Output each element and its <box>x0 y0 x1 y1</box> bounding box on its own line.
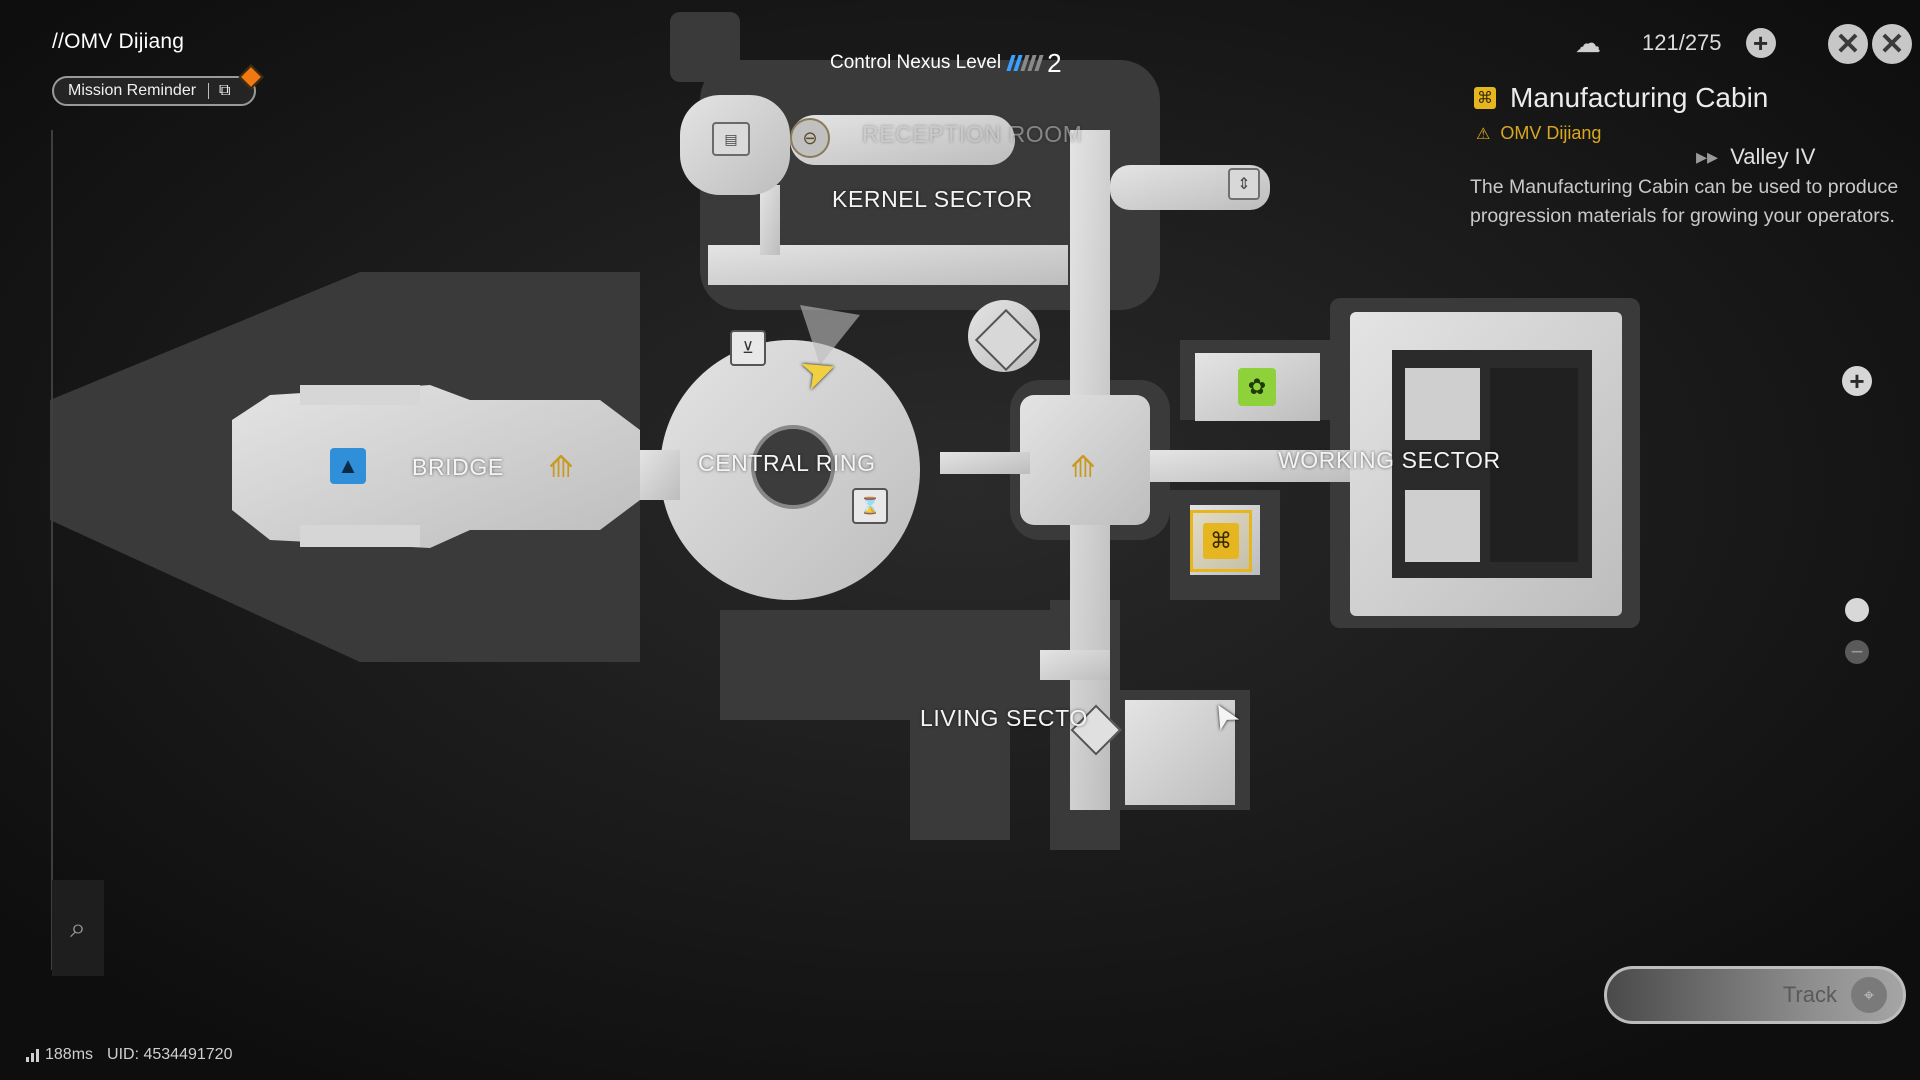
manufacturing-cabin-icon: ⌘ <box>1474 87 1496 109</box>
info-panel-location: ⚠ OMV Dijiang <box>1476 123 1601 144</box>
central-hub <box>751 425 835 509</box>
sanity-icon: ☁ <box>1575 27 1601 58</box>
label-kernel-sector: KERNEL SECTOR <box>832 186 1033 212</box>
storage-icon[interactable]: ▤ <box>712 122 750 156</box>
sanity-counter: ☁ 121/275 + <box>1568 24 1776 62</box>
label-working-sector: WORKING SECTOR <box>1278 447 1501 473</box>
label-bridge: BRIDGE <box>412 454 504 480</box>
nexus-level-value: 2 <box>1047 47 1062 78</box>
working-sector-rooms <box>1392 350 1592 578</box>
label-living-sector: LIVING SECTO <box>920 705 1088 731</box>
nexus-bars-icon <box>1006 55 1044 71</box>
track-button[interactable]: Track ⌖ <box>1604 966 1906 1024</box>
region-arrow-icon: ▸▸ <box>1696 144 1719 169</box>
uid-value: UID: 4534491720 <box>107 1046 233 1063</box>
info-region-text: Valley IV <box>1730 144 1816 169</box>
signal-icon <box>26 1048 39 1062</box>
info-location-text: OMV Dijiang <box>1500 123 1602 143</box>
info-title-text: Manufacturing Cabin <box>1510 82 1769 113</box>
control-icon[interactable]: ⊻ <box>730 330 766 366</box>
network-stats: 188ms UID: 4534491720 <box>26 1046 232 1064</box>
mission-reminder-label: Mission Reminder <box>68 82 197 99</box>
track-pin-icon: ⌖ <box>1851 977 1887 1013</box>
manufacturing-cabin-icon[interactable]: ⌘ <box>1190 510 1252 572</box>
ping-value: 188ms <box>45 1046 94 1063</box>
growth-chamber-icon[interactable]: ✿ <box>1238 368 1276 406</box>
storage-icon[interactable]: ⌛ <box>852 488 888 524</box>
nexus-label: Control Nexus Level <box>830 52 1002 73</box>
control-nexus-level: Control Nexus Level 2 <box>830 48 1062 78</box>
label-central-ring: CENTRAL RING <box>698 450 876 476</box>
zoom-slider-knob[interactable] <box>1845 598 1869 622</box>
zoom-in-button[interactable]: + <box>1842 366 1872 396</box>
add-sanity-button[interactable]: + <box>1745 28 1776 58</box>
close-icon[interactable]: ✕ <box>1828 24 1868 64</box>
close-button[interactable]: ✕ <box>1872 24 1912 64</box>
location-title: //OMV Dijiang <box>52 30 185 53</box>
manufacturing-glyph-icon: ⌘ <box>1203 523 1239 559</box>
bridge-terminal-icon[interactable]: ▲ <box>330 448 366 484</box>
info-panel-title: ⌘ Manufacturing Cabin <box>1474 82 1768 114</box>
reception-icon[interactable]: ⊖ <box>790 118 830 158</box>
info-panel-region[interactable]: ▸▸ Valley IV <box>1696 144 1815 170</box>
location-pin-icon: ⚠ <box>1476 125 1491 143</box>
label-reception-room: RECEPTION ROOM <box>862 121 1083 147</box>
info-panel-description: The Manufacturing Cabin can be used to p… <box>1470 176 1899 227</box>
mission-reminder-button[interactable]: Mission Reminder ⧉ <box>52 76 256 106</box>
zoom-out-button[interactable]: − <box>1845 639 1869 664</box>
anchor-icon[interactable]: ⟰ <box>548 450 574 484</box>
left-rail <box>51 130 53 970</box>
sanity-value: 121/275 <box>1642 30 1722 55</box>
anchor-icon[interactable]: ⟰ <box>1070 450 1096 484</box>
lift-icon[interactable]: ⇕ <box>1228 168 1260 200</box>
track-label: Track <box>1782 982 1837 1007</box>
mission-separator <box>208 83 210 99</box>
view-cone <box>800 305 860 365</box>
book-icon: ⧉ <box>219 82 231 99</box>
map-search-icon[interactable]: ⌕ <box>52 880 104 976</box>
